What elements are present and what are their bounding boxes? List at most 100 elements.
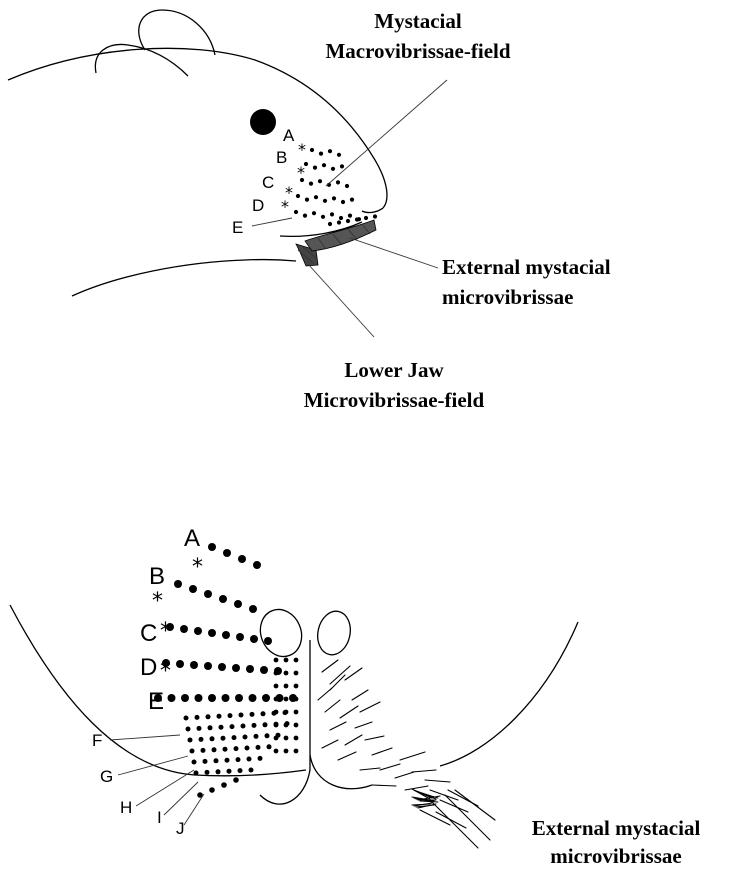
external-microvibrissa-hair <box>345 668 362 680</box>
bottom-microvibrissa-dot <box>208 725 213 730</box>
bottom-microvibrissa-dot <box>203 759 208 764</box>
external-microvibrissa-hair <box>455 790 495 820</box>
external-microvibrissa-hair <box>412 770 436 772</box>
bottom-microvibrissa-dot <box>238 768 243 773</box>
bottom-microvibrissa-dot <box>241 724 246 729</box>
external-microvibrissa-hair <box>372 785 396 786</box>
bottom-microvibrissa-dot <box>199 737 204 742</box>
bottom-microvibrissa-dot <box>201 748 206 753</box>
bottom-microvibrissa-dot <box>267 744 272 749</box>
lowerjaw-label-line2: Microvibrissae-field <box>304 388 485 412</box>
external-microvibrissa-hair <box>445 795 490 840</box>
external-microvibrissa-hair <box>420 801 438 802</box>
bottom-microvibrissa-dot <box>294 658 299 663</box>
bottom-microvibrissa-dot <box>192 760 197 765</box>
external-microvibrissa-hair <box>405 786 428 790</box>
top-leader-lines <box>308 80 447 337</box>
top-whisker-dot <box>341 200 345 204</box>
external-microvibrissa-hair <box>340 706 358 718</box>
bottom-microvibrissa-dot <box>265 733 270 738</box>
external-label-line1: External mystacial <box>442 255 611 279</box>
top-whisker-dot <box>364 216 368 220</box>
external-microvibrissa-hair <box>360 768 380 770</box>
bottom-row-label-a: A <box>184 525 200 552</box>
external-microvibrissa-hair <box>372 748 392 755</box>
external-microvibrissa-hair <box>322 660 338 672</box>
bottom-microvibrissa-dot <box>233 777 239 783</box>
top-whisker-dot <box>318 179 322 183</box>
bottom-whisker-dot <box>253 561 261 569</box>
bottom-microvibrissa-dot <box>294 697 299 702</box>
bottom-microvibrissa-dot <box>284 736 289 741</box>
external-microvibrissa-hair <box>360 702 380 712</box>
bottom-microvibrissa-dot <box>274 749 279 754</box>
bottom-whisker-dot <box>222 694 230 702</box>
top-whisker-dot <box>337 220 341 224</box>
bottom-external-label-line1: External mystacial <box>532 816 701 840</box>
bottom-whisker-dot <box>249 694 257 702</box>
bottom-whisker-dot <box>174 580 182 588</box>
bottom-whisker-dot <box>180 625 188 633</box>
bottom-microvibrissa-dot <box>225 758 230 763</box>
bottom-microvibrissa-dot <box>263 722 268 727</box>
top-whisker-dot <box>294 210 298 214</box>
bottom-microvibrissa-dot <box>228 713 233 718</box>
bottom-whisker-dot <box>208 629 216 637</box>
bottom-microvibrissa-dot <box>209 787 215 793</box>
bottom-microvibrissa-dot <box>190 749 195 754</box>
external-microvibrissa-hair <box>430 800 478 848</box>
bottom-microvibrissa-dot <box>294 723 299 728</box>
bottom-microvibrissa-dot <box>227 769 232 774</box>
lowerjaw-label-line1: Lower Jaw <box>344 358 444 382</box>
bottom-microvibrissa-dot <box>234 746 239 751</box>
external-label-line2: microvibrissae <box>442 285 573 309</box>
top-row-a-star: * <box>298 140 306 159</box>
bottom-row-label-h: H <box>120 798 132 817</box>
top-whisker-dot <box>355 217 359 221</box>
top-whisker-dot <box>314 195 318 199</box>
bottom-microvibrissa-dot <box>221 736 226 741</box>
top-whisker-dot <box>345 184 349 188</box>
bottom-microvibrissa-dot <box>294 671 299 676</box>
top-whisker-dot <box>350 198 354 202</box>
bottom-microvibrissa-dot <box>212 747 217 752</box>
external-microvibrissa-hair <box>322 740 338 748</box>
top-whisker-dot <box>332 196 336 200</box>
top-whisker-dot <box>296 194 300 198</box>
eye <box>250 109 276 135</box>
bottom-microvibrissa-dot <box>274 658 279 663</box>
top-whisker-dot <box>339 216 343 220</box>
bottom-microvibrissa-dot <box>294 710 299 715</box>
bottom-microvibrissa-dot <box>219 725 224 730</box>
top-row-d-star: * <box>281 197 289 216</box>
bottom-row-b-star: * <box>152 589 163 614</box>
bottom-microvibrissa-dot <box>294 684 299 689</box>
top-row-label-a: A <box>283 126 295 145</box>
bottom-whisker-dot <box>204 662 212 670</box>
bottom-microvibrissa-dot <box>284 671 289 676</box>
bottom-row-d-star: * <box>160 659 171 684</box>
bottom-microvibrissa-dot <box>284 658 289 663</box>
mystacial-label-line1: Mystacial <box>374 9 462 33</box>
bottom-row-label-c: C <box>140 620 157 647</box>
bottom-whisker-dot <box>204 590 212 598</box>
bottom-microvibrissa-dot <box>232 735 237 740</box>
bottom-whisker-dot <box>222 631 230 639</box>
bottom-microvibrissa-dot <box>210 736 215 741</box>
bottom-whisker-dot <box>250 635 258 643</box>
top-row-b-star: * <box>297 163 305 182</box>
mystacial-label-line2: Macrovibrissae-field <box>325 39 510 63</box>
bottom-whisker-dot <box>168 694 176 702</box>
bottom-microvibrissa-dot <box>274 684 279 689</box>
top-whisker-dot <box>337 153 341 157</box>
bottom-row-label-b: B <box>149 563 165 590</box>
bottom-whisker-dot <box>249 605 257 613</box>
left-nostril <box>253 603 308 662</box>
bottom-microvibrissa-dot <box>236 757 241 762</box>
bottom-microvibrissa-dot <box>284 723 289 728</box>
snout-outline <box>10 603 578 804</box>
bottom-whisker-dot <box>236 633 244 641</box>
bottom-whisker-dot <box>190 661 198 669</box>
bottom-row-label-g: G <box>100 767 113 786</box>
bottom-microvibrissa-dot <box>258 756 263 761</box>
